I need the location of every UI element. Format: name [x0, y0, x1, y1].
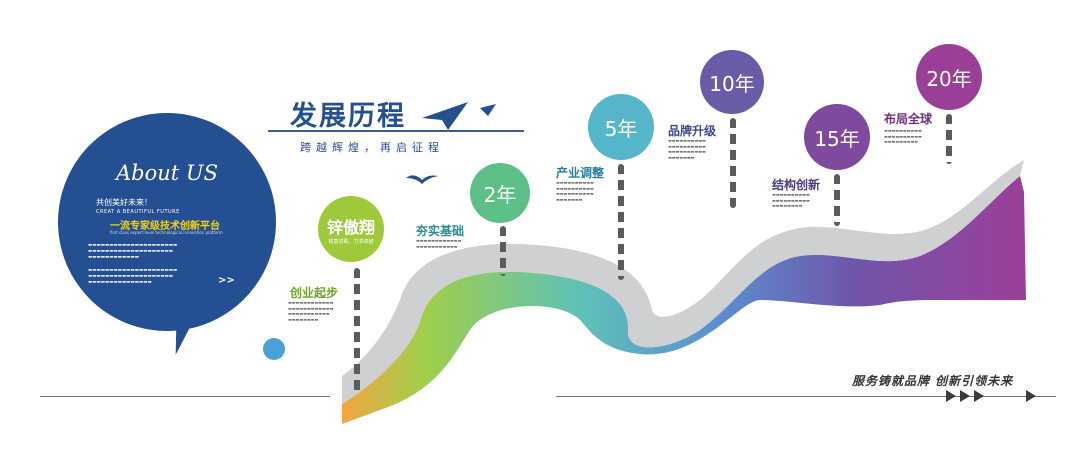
- milestone-5-text: ▬▬▬▬▬▬▬▬▬▬▬▬▬▬▬▬▬▬▬▬▬▬▬▬▬▬▬▬: [772, 192, 810, 208]
- milestone-1-label: 创业起步: [290, 286, 339, 300]
- milestone-3-text: ▬▬▬▬▬▬▬▬▬▬▬▬▬▬▬▬▬▬▬▬▬▬▬▬▬▬▬▬▬▬▬▬▬▬▬▬▬: [556, 180, 594, 202]
- milestone-1-text: ▬▬▬▬▬▬▬▬▬▬▬▬▬▬▬▬▬▬▬▬▬▬▬▬▬▬▬▬▬▬▬▬▬▬▬▬▬▬▬▬…: [288, 300, 334, 322]
- about-paragraph-placeholder: ▬▬▬▬▬▬▬▬▬▬▬▬▬▬▬▬▬▬▬▬▬▬▬▬▬▬▬▬▬▬▬▬▬▬▬▬▬▬▬▬…: [88, 243, 178, 260]
- milestone-2-post: [500, 226, 506, 276]
- decor-dot: [263, 338, 285, 360]
- milestone-4-bubble: 10年: [700, 50, 764, 114]
- milestone-4-text: ▬▬▬▬▬▬▬▬▬▬▬▬▬▬▬▬▬▬▬▬▬▬▬▬▬▬▬▬▬▬▬▬▬▬▬▬▬: [668, 138, 706, 160]
- baseline-left: [40, 396, 330, 397]
- page-subtitle: 跨越辉煌，再启征程: [300, 141, 444, 154]
- milestone-1-post: [354, 268, 360, 396]
- slogan: 服务铸就品牌 创新引领未来: [852, 374, 1014, 388]
- play-icon: [974, 390, 984, 402]
- milestone-2-label: 夯实基础: [416, 224, 465, 238]
- about-platform-en: first class expert level technological i…: [110, 230, 223, 235]
- milestone-1-subtitle: 锐意进取，力求卓越: [328, 238, 374, 245]
- milestone-4-year: 10年: [709, 71, 755, 96]
- milestone-2-bubble: 2年: [470, 163, 530, 223]
- milestone-4-label: 品牌升级: [668, 124, 717, 138]
- play-icon: [960, 390, 970, 402]
- bird-icon: [406, 175, 438, 184]
- milestone-5-post: [834, 174, 840, 226]
- milestone-6-bubble: 20年: [916, 44, 982, 110]
- milestone-3-post: [618, 164, 624, 280]
- about-platform: 一流专家级技术创新平台: [110, 221, 220, 232]
- about-heading: About US: [116, 161, 218, 185]
- about-tagline: 共创美好未来！: [96, 198, 152, 207]
- paper-plane-icon: [422, 102, 496, 130]
- baseline-right: [556, 396, 1056, 397]
- title-divider: [268, 130, 524, 132]
- milestone-5-year: 15年: [814, 126, 860, 151]
- about-paragraph-placeholder-2: ▬▬▬▬▬▬▬▬▬▬▬▬▬▬▬▬▬▬▬▬▬▬▬▬▬▬▬▬▬▬▬▬▬▬▬▬▬▬▬▬…: [88, 268, 178, 285]
- milestone-3-label: 产业调整: [556, 166, 605, 180]
- milestone-5-label: 结构创新: [772, 178, 821, 192]
- milestone-1-bubble: 锌傲翔 锐意进取，力求卓越: [318, 196, 384, 262]
- play-icon: [946, 390, 956, 402]
- milestone-4-post: [730, 118, 736, 208]
- page-title: 发展历程: [290, 101, 406, 132]
- about-arrows: >>: [218, 275, 235, 286]
- play-icon: [1026, 390, 1036, 402]
- milestone-1-title: 锌傲翔: [326, 217, 375, 237]
- milestone-6-year: 20年: [926, 66, 972, 91]
- milestone-6-text: ▬▬▬▬▬▬▬▬▬▬▬▬▬▬▬▬▬▬▬▬▬▬▬▬▬▬▬▬▬: [884, 128, 922, 144]
- milestone-6-label: 布局全球: [884, 112, 933, 126]
- milestone-3-bubble: 5年: [588, 94, 654, 160]
- milestone-6-post: [946, 114, 952, 164]
- milestone-5-bubble: 15年: [804, 104, 870, 170]
- about-us-circle: About US 共创美好未来！ CREAT A BEAUTIFUL FUTUR…: [58, 113, 276, 331]
- about-tagline-en: CREAT A BEAUTIFUL FUTURE: [96, 209, 180, 215]
- milestone-2-year: 2年: [483, 182, 517, 207]
- milestone-2-text: ▬▬▬▬▬▬▬▬▬▬▬▬▬▬▬▬▬▬▬▬▬▬▬: [416, 238, 462, 249]
- milestone-3-year: 5年: [604, 116, 638, 141]
